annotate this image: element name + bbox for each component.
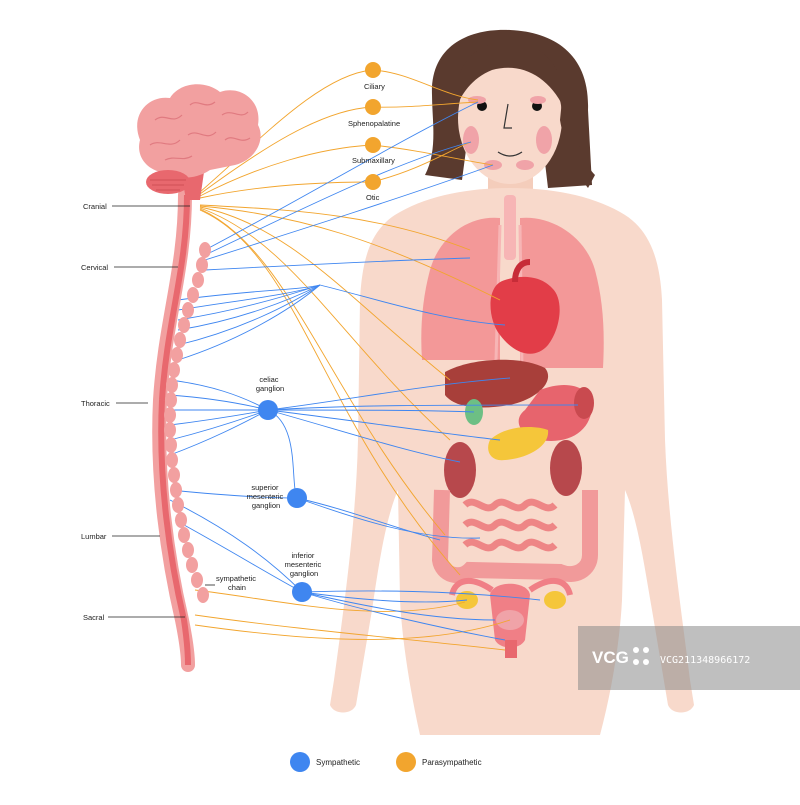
heart xyxy=(490,276,560,354)
ganglia xyxy=(258,62,381,602)
watermark-text: VCG211348966172 xyxy=(660,655,750,666)
spleen xyxy=(574,387,594,419)
label-lumbar: Lumbar xyxy=(81,532,107,541)
organs xyxy=(421,195,604,658)
label-ciliary: Ciliary xyxy=(364,82,385,91)
trachea xyxy=(504,195,516,260)
label-sympathetic-chain: sympathetic chain xyxy=(216,574,258,592)
sympathetic-nerves xyxy=(169,101,579,641)
label-sacral: Sacral xyxy=(83,613,105,622)
parotid-gland-left xyxy=(463,126,479,154)
sympathetic-chain xyxy=(164,242,211,603)
legend-sympathetic-swatch xyxy=(290,752,310,772)
superior-mesenteric-ganglion xyxy=(287,488,307,508)
label-otic: Otic xyxy=(366,193,380,202)
ciliary-ganglion xyxy=(365,62,381,78)
spine-leader-lines xyxy=(108,205,215,618)
large-intestine xyxy=(431,489,598,584)
submaxillary-ganglion xyxy=(365,137,381,153)
kidney-left xyxy=(444,442,476,498)
label-sphenopalatine: Sphenopalatine xyxy=(348,119,400,128)
label-superior-mesenteric-ganglion: superior mesenteric ganglion xyxy=(247,483,286,510)
legend: Sympathetic Parasympathetic xyxy=(290,752,482,772)
stomach xyxy=(518,385,592,441)
watermark-logo-mark xyxy=(633,647,649,665)
label-submaxillary: Submaxillary xyxy=(352,156,395,165)
watermark-logo: VCG xyxy=(592,648,629,667)
parotid-gland-right xyxy=(536,126,552,154)
label-celiac-ganglion: celiac ganglion xyxy=(256,375,284,393)
watermark: VCG VCG211348966172 xyxy=(578,626,800,690)
celiac-ganglion xyxy=(258,400,278,420)
legend-sympathetic-label: Sympathetic xyxy=(316,758,360,767)
liver xyxy=(445,359,549,408)
label-cranial: Cranial xyxy=(83,202,107,211)
kidney-right xyxy=(550,440,582,496)
lacrimal-gland-right xyxy=(530,96,546,104)
parasympathetic-nerves xyxy=(194,69,511,651)
label-thoracic: Thoracic xyxy=(81,399,110,408)
face-features xyxy=(463,96,552,170)
legend-parasympathetic-swatch xyxy=(396,752,416,772)
sphenopalatine-ganglion xyxy=(365,99,381,115)
lung-left xyxy=(421,217,500,360)
legend-parasympathetic-label: Parasympathetic xyxy=(422,758,482,767)
label-inferior-mesenteric-ganglion: inferior mesenteric ganglion xyxy=(285,551,324,578)
inferior-mesenteric-ganglion xyxy=(292,582,312,602)
submaxillary-gland-right xyxy=(516,160,534,170)
pancreas xyxy=(488,427,549,461)
ovary-right xyxy=(544,591,566,609)
cervix xyxy=(505,640,517,658)
brain xyxy=(137,84,261,194)
label-cervical: Cervical xyxy=(81,263,108,272)
small-intestine xyxy=(462,498,558,552)
labels: Cranial Cervical Thoracic Lumbar Sacral … xyxy=(81,82,400,622)
otic-ganglion xyxy=(365,174,381,190)
